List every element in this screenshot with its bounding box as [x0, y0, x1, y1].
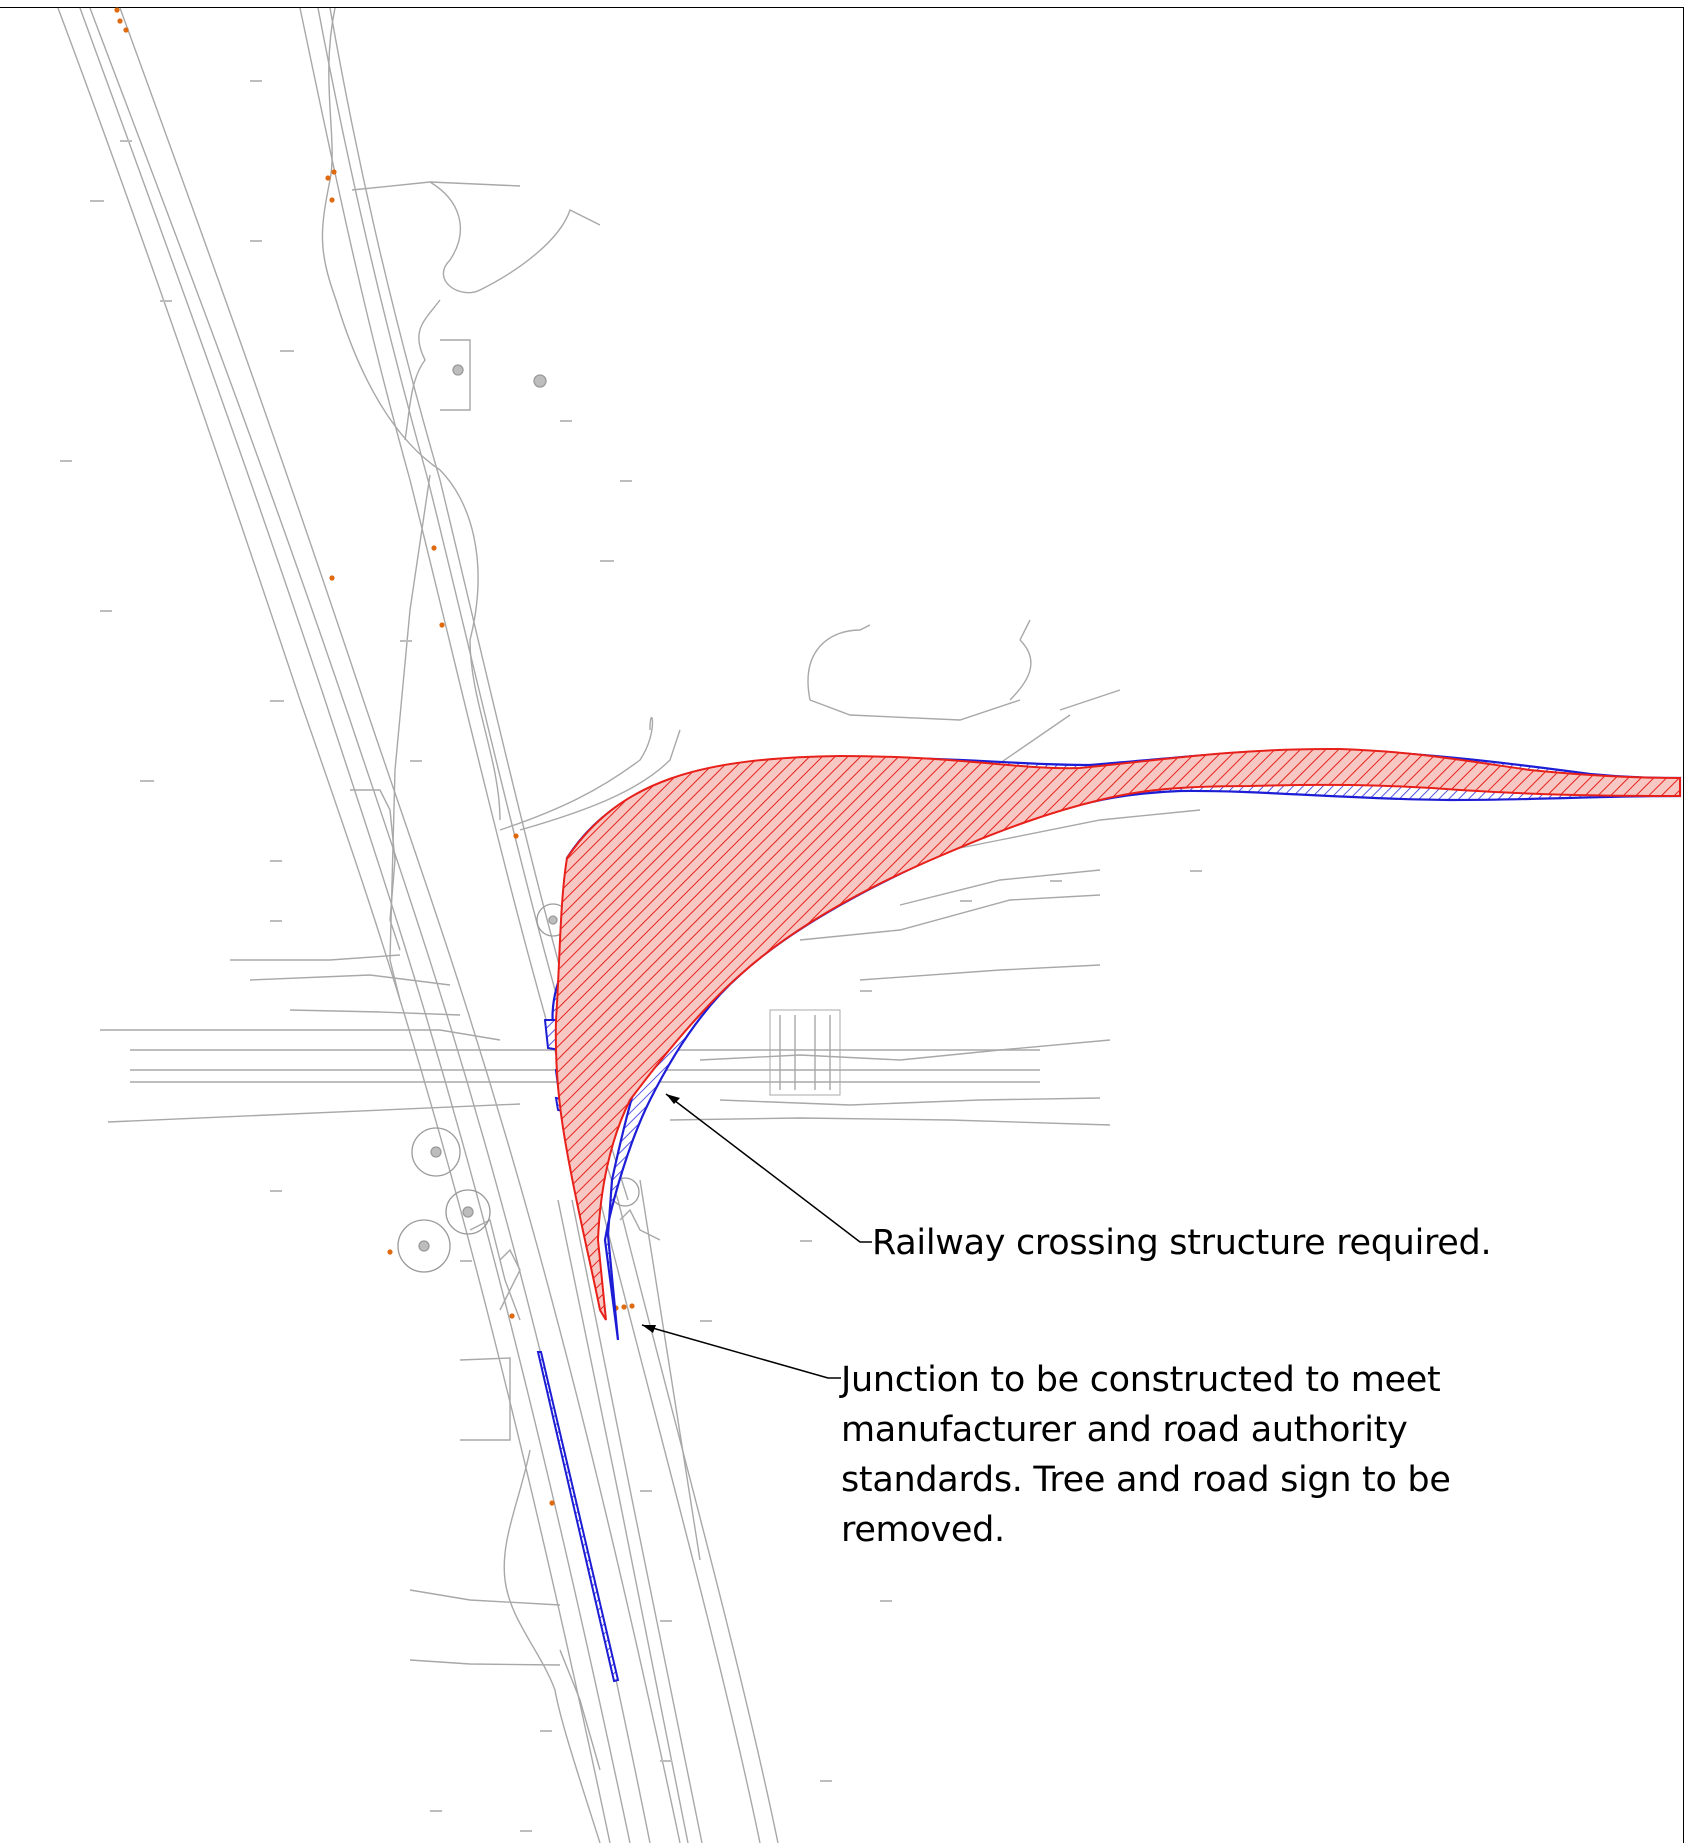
junction-annotation: Junction to be constructed to meet manuf…: [841, 1360, 1451, 1550]
railway-leader-arrow: [666, 1094, 680, 1104]
junction-leader-line: [641, 1324, 841, 1379]
red-hatched-access-road: [554, 747, 1681, 1321]
railway-crossing-annotation: Railway crossing structure required.: [872, 1223, 1492, 1263]
junction-leader-arrow: [642, 1325, 656, 1333]
leader-lines: [641, 1093, 872, 1379]
railway-leader-line: [665, 1093, 872, 1243]
survey-points: [114, 7, 635, 1506]
sheet-border-top: [0, 7, 1684, 8]
survey-road-corridor: [57, 7, 1201, 1843]
